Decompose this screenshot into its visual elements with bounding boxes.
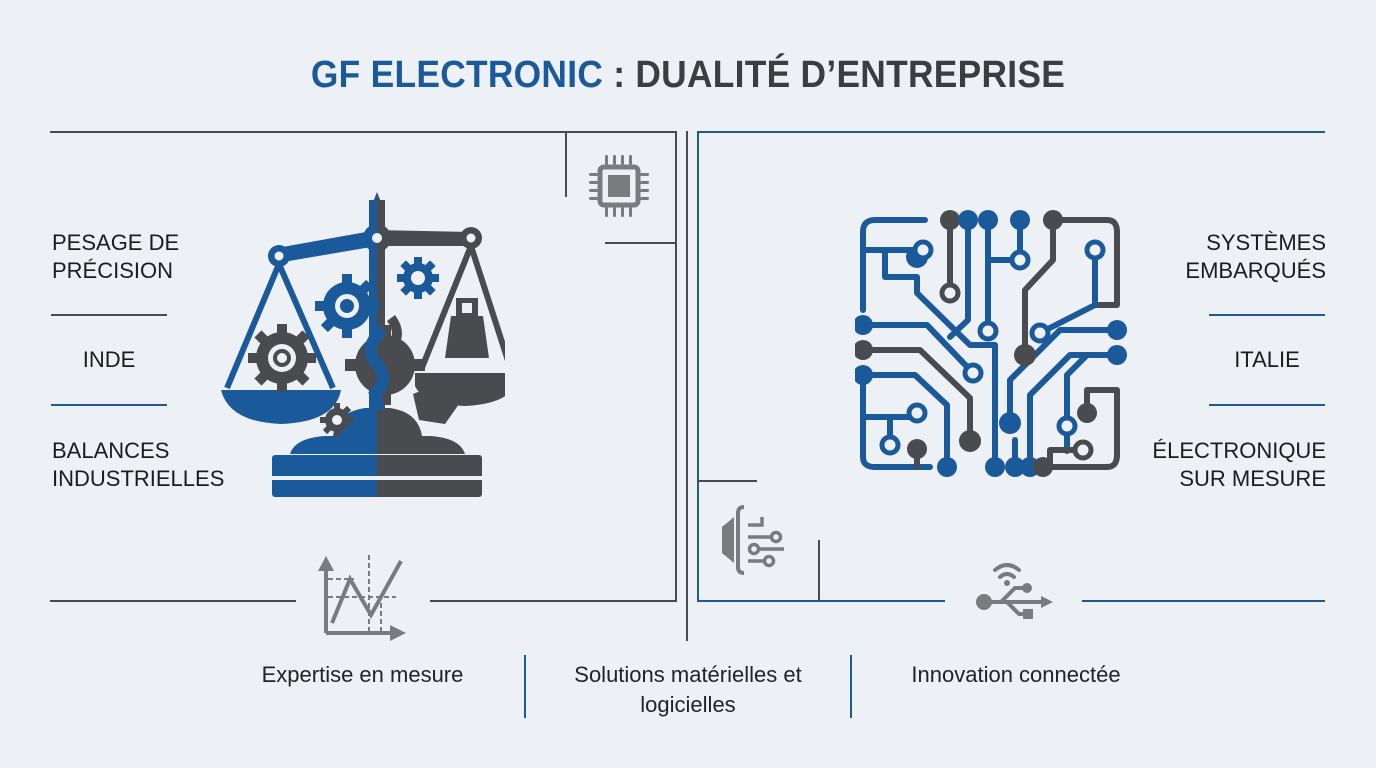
right-panel-inner-vertical xyxy=(818,540,820,601)
left-label-divider-2 xyxy=(51,404,167,406)
left-panel-right-border xyxy=(675,131,677,602)
right-label-divider-2 xyxy=(1209,404,1325,406)
microchip-icon xyxy=(589,153,649,219)
right-panel-left-border xyxy=(697,131,699,602)
right-label-middle: ITALIE xyxy=(1234,347,1300,372)
footer-item-innovation: Innovation connectée xyxy=(911,662,1121,687)
left-label-top: PESAGE DE PRÉCISION xyxy=(52,230,180,283)
title-brand: GF ELECTRONIC xyxy=(310,54,604,96)
left-panel-top-border xyxy=(50,131,676,133)
center-divider xyxy=(686,131,688,641)
right-label-top: SYSTÈMES EMBARQUÉS xyxy=(1185,230,1326,283)
footer-divider-1 xyxy=(524,655,526,718)
page-title: GF ELECTRONIC : DUALITÉ D’ENTREPRISE xyxy=(48,54,1328,97)
footer-item-expertise: Expertise en mesure xyxy=(261,662,464,687)
left-label-middle: INDE xyxy=(82,347,136,372)
right-panel-bottom-border-right xyxy=(1082,600,1325,602)
right-label-divider-1 xyxy=(1209,314,1325,316)
scale-with-gears-icon xyxy=(215,190,505,500)
measurement-graph-icon xyxy=(316,553,410,643)
circuit-board-icon xyxy=(855,205,1130,480)
title-rest: DUALITÉ D’ENTREPRISE xyxy=(635,54,1066,96)
right-panel-inner-horizontal xyxy=(697,480,757,482)
footer-item-solutions: Solutions matérielles et logicielles xyxy=(574,662,802,717)
left-panel-inner-horizontal xyxy=(605,242,676,244)
left-panel-bottom-border-left xyxy=(50,600,296,602)
wireless-usb-icon xyxy=(975,558,1057,620)
footer-divider-2 xyxy=(850,655,852,718)
right-label-bottom: ÉLECTRONIQUE SUR MESURE xyxy=(1152,438,1326,491)
title-separator: : xyxy=(603,54,636,96)
right-panel-bottom-border-left xyxy=(697,600,945,602)
left-label-divider-1 xyxy=(51,314,167,316)
left-panel-bottom-border-right xyxy=(430,600,677,602)
right-panel-top-border xyxy=(697,131,1325,133)
left-panel-inner-vertical xyxy=(565,131,567,197)
speaker-circuit-icon xyxy=(720,503,792,577)
left-label-bottom: BALANCES INDUSTRIELLES xyxy=(52,438,225,491)
